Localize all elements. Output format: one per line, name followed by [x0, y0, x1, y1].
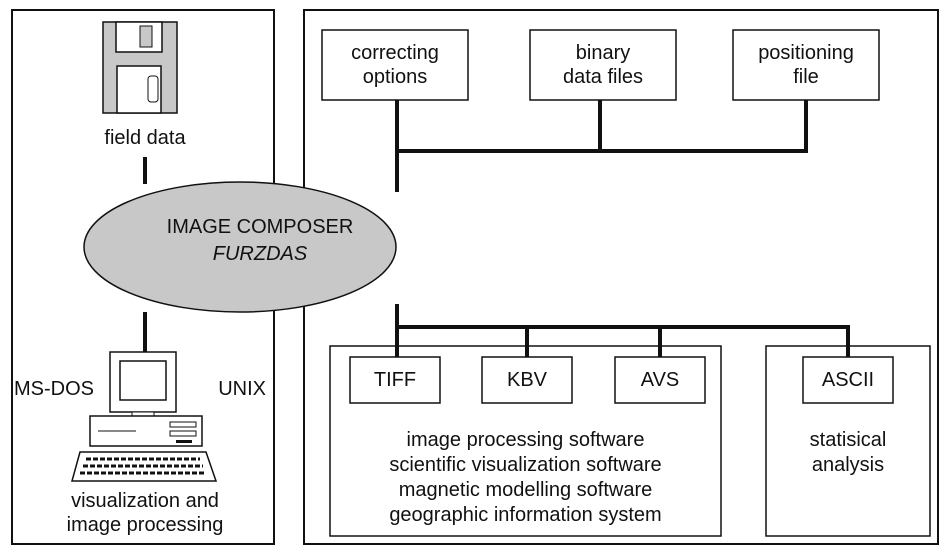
input-label-binary-line1: binary	[575, 42, 631, 64]
computer-monitor-icon	[109, 351, 177, 417]
stats-label-line2: analysis	[811, 454, 885, 476]
stats-group-box	[765, 345, 931, 537]
format-label-kbv: KBV	[506, 369, 548, 391]
software-item: scientific visualization software	[389, 454, 662, 476]
floppy-disk-icon	[102, 21, 178, 114]
workstation-label-line2: image processing	[66, 514, 224, 536]
input-label-positioning-line1: positioning	[758, 42, 854, 64]
composer-title: IMAGE COMPOSER	[166, 216, 354, 238]
input-label-correcting-line1: correcting	[351, 42, 439, 64]
field-data-label: field data	[104, 127, 186, 149]
input-label-binary: binary data files	[530, 30, 676, 100]
keyboard-icon	[71, 451, 218, 482]
os-label-unix: UNIX	[218, 378, 266, 400]
format-box-kbv	[481, 356, 573, 404]
input-box-correcting	[321, 29, 469, 101]
format-box-ascii	[802, 356, 894, 404]
composer-subtitle: FURZDAS	[212, 243, 308, 265]
input-bus	[395, 100, 808, 192]
format-label-ascii: ASCII	[821, 369, 875, 391]
format-label-tiff: TIFF	[373, 369, 417, 391]
stats-label-line1: statisical	[809, 429, 887, 451]
format-box-avs	[614, 356, 706, 404]
input-box-binary	[529, 29, 677, 101]
software-item: geographic information system	[389, 504, 662, 526]
format-box-tiff	[349, 356, 441, 404]
software-group-box	[329, 345, 722, 537]
input-label-positioning-line2: file	[793, 66, 819, 88]
input-label-correcting: correcting options	[322, 30, 468, 100]
workstation-label-line1: visualization and	[71, 490, 219, 512]
software-item: image processing software	[406, 429, 645, 451]
software-item: magnetic modelling software	[398, 479, 653, 501]
format-label-avs: AVS	[640, 369, 680, 391]
input-label-binary-line2: data files	[562, 66, 644, 88]
input-label-positioning: positioning file	[733, 30, 879, 100]
os-label-msdos: MS-DOS	[14, 378, 94, 400]
output-bus	[395, 304, 850, 358]
computer-base-icon	[89, 415, 203, 447]
image-composer-ellipse	[83, 181, 397, 313]
input-label-correcting-line2: options	[362, 66, 428, 88]
